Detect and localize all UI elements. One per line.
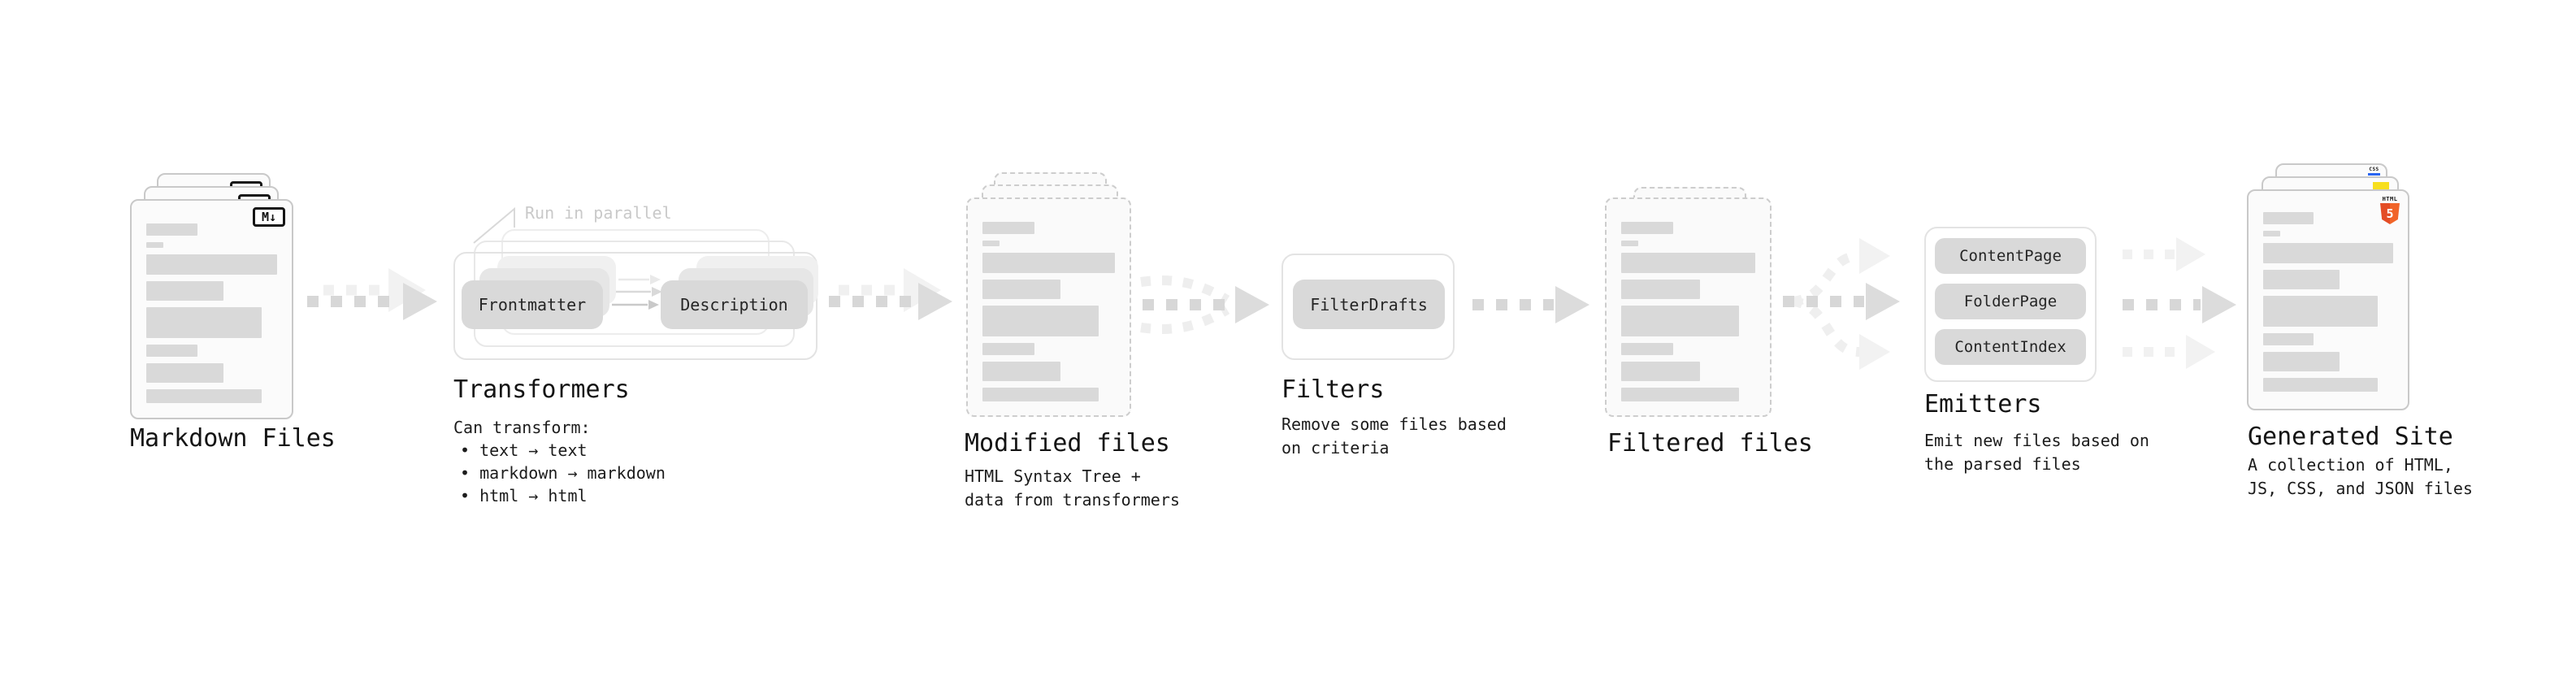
- transformers-bullet: • markdown → markdown: [460, 463, 666, 483]
- placeholder-line: [2263, 270, 2340, 289]
- emitter-pill-folderpage: FolderPage: [1935, 284, 2086, 319]
- placeholder-line: [146, 281, 223, 301]
- filters-desc: Remove some files based on criteria: [1281, 414, 1507, 458]
- generated-site-desc: A collection of HTML, JS, CSS, and JSON …: [2248, 455, 2473, 498]
- markdown-files-title: Markdown Files: [130, 424, 336, 453]
- transformers-bullet: • text → text: [460, 440, 588, 460]
- modified-files-desc: HTML Syntax Tree + data from transformer…: [965, 466, 1180, 510]
- file-content-placeholder: [2263, 212, 2393, 398]
- placeholder-line: [982, 253, 1115, 273]
- placeholder-line: [146, 345, 197, 357]
- placeholder-line: [2263, 352, 2340, 371]
- placeholder-line: [982, 280, 1061, 299]
- emitter-pill-contentpage: ContentPage: [1935, 238, 2086, 274]
- placeholder-line: [982, 388, 1099, 401]
- markdown-file-card-front: M↓: [130, 199, 293, 419]
- placeholder-line: [982, 362, 1061, 381]
- filtered-files-title: Filtered files: [1607, 429, 1813, 458]
- placeholder-line: [1621, 306, 1740, 336]
- html5-icon: HTML 5: [2379, 196, 2400, 224]
- emitter-pill-contentindex: ContentIndex: [1935, 329, 2086, 365]
- file-content-placeholder: [1621, 222, 1755, 408]
- placeholder-line: [2263, 296, 2378, 327]
- transformers-box-front: [453, 252, 817, 360]
- placeholder-line: [1621, 388, 1740, 401]
- placeholder-line: [146, 223, 197, 236]
- transformer-pill-description: Description: [661, 280, 808, 329]
- filters-box: [1281, 254, 1455, 360]
- placeholder-line: [2263, 231, 2280, 236]
- placeholder-line: [2263, 212, 2314, 224]
- run-in-parallel-annotation: Run in parallel: [525, 203, 672, 223]
- html5-icon-number: 5: [2386, 206, 2394, 221]
- placeholder-line: [2263, 378, 2378, 392]
- placeholder-line: [1621, 222, 1674, 234]
- site-file-card-html: HTML 5: [2247, 189, 2409, 410]
- placeholder-line: [1621, 280, 1701, 299]
- placeholder-line: [2263, 243, 2393, 263]
- generated-site-title: Generated Site: [2248, 423, 2453, 451]
- transformer-pill-frontmatter: Frontmatter: [462, 280, 603, 329]
- placeholder-line: [982, 241, 1000, 246]
- emitters-box: [1924, 227, 2097, 382]
- placeholder-line: [146, 389, 262, 403]
- file-content-placeholder: [146, 223, 277, 410]
- filters-title: Filters: [1281, 375, 1385, 404]
- transformers-title: Transformers: [453, 375, 630, 404]
- css-icon: CSS: [2368, 167, 2380, 176]
- modified-file-card-front: [966, 197, 1131, 417]
- placeholder-line: [982, 306, 1099, 336]
- markdown-icon-label: M↓: [261, 210, 277, 224]
- modified-files-title: Modified files: [965, 429, 1170, 458]
- transformers-bullet: • html → html: [460, 486, 588, 505]
- placeholder-line: [1621, 362, 1701, 381]
- markdown-icon: M↓: [253, 207, 285, 227]
- placeholder-line: [146, 254, 277, 275]
- placeholder-line: [2263, 333, 2314, 345]
- css-icon-underline: [2368, 173, 2380, 176]
- emitters-title: Emitters: [1924, 390, 2042, 419]
- transformers-desc-heading: Can transform:: [453, 418, 591, 437]
- placeholder-line: [982, 343, 1034, 355]
- html5-icon-label: HTML: [2382, 196, 2398, 202]
- placeholder-line: [146, 307, 262, 338]
- file-content-placeholder: [982, 222, 1115, 408]
- placeholder-line: [1621, 343, 1674, 355]
- emitters-desc: Emit new files based on the parsed files: [1924, 431, 2149, 474]
- placeholder-line: [146, 363, 223, 383]
- filter-pill-filterdrafts: FilterDrafts: [1293, 280, 1445, 329]
- css-icon-label: CSS: [2369, 167, 2379, 172]
- placeholder-line: [1621, 241, 1639, 246]
- placeholder-line: [146, 242, 163, 248]
- placeholder-line: [982, 222, 1034, 234]
- filtered-file-card-front: [1605, 197, 1772, 417]
- placeholder-line: [1621, 253, 1755, 273]
